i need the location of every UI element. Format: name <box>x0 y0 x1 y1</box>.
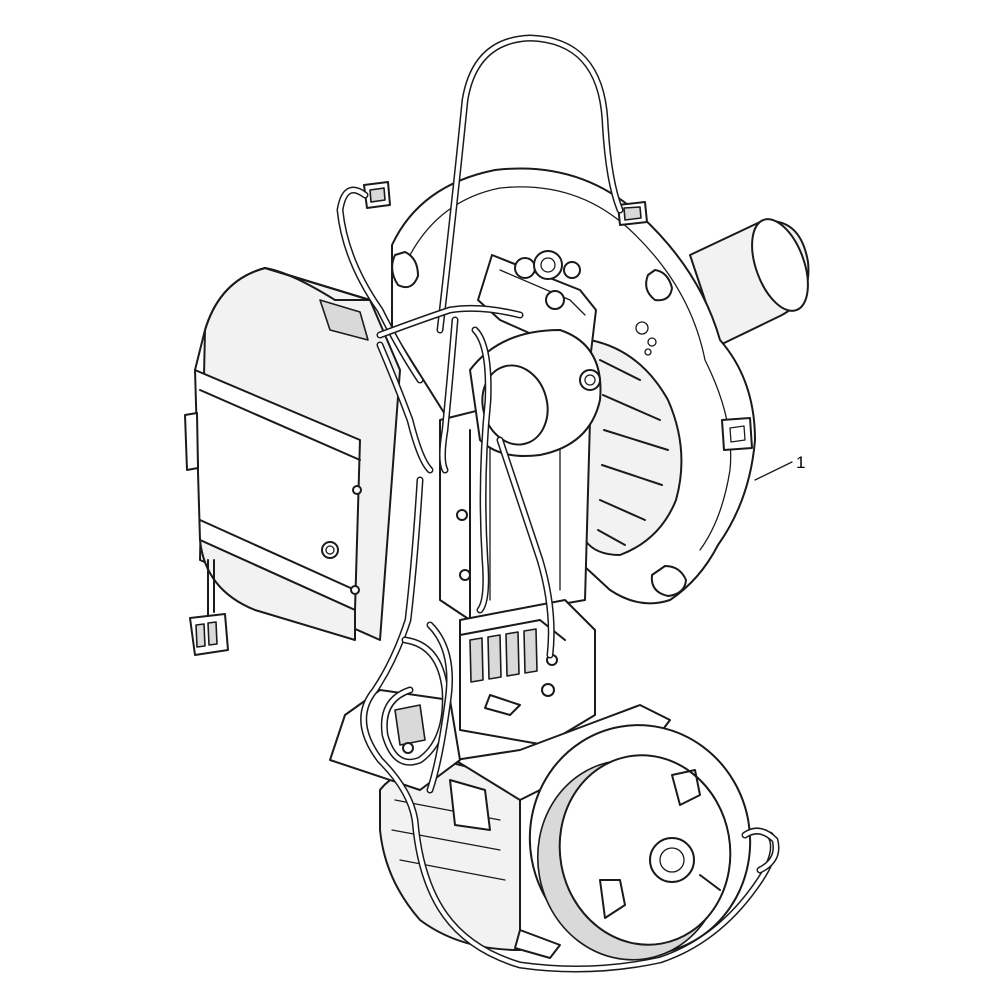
blast-tube <box>689 218 810 346</box>
motor-housing <box>184 267 401 641</box>
connector-plug-left <box>189 559 229 656</box>
connector-plug-top-left <box>363 181 391 209</box>
callout-label-1: 1 <box>796 453 805 472</box>
solenoid-coil <box>469 329 602 457</box>
connector-plug-top-right <box>617 201 648 226</box>
air-intake-wheel <box>584 339 683 556</box>
control-relay-box <box>459 599 596 746</box>
callout-1: 1 <box>754 453 805 481</box>
wiring-harness <box>336 34 780 973</box>
fan-cover <box>514 724 752 961</box>
